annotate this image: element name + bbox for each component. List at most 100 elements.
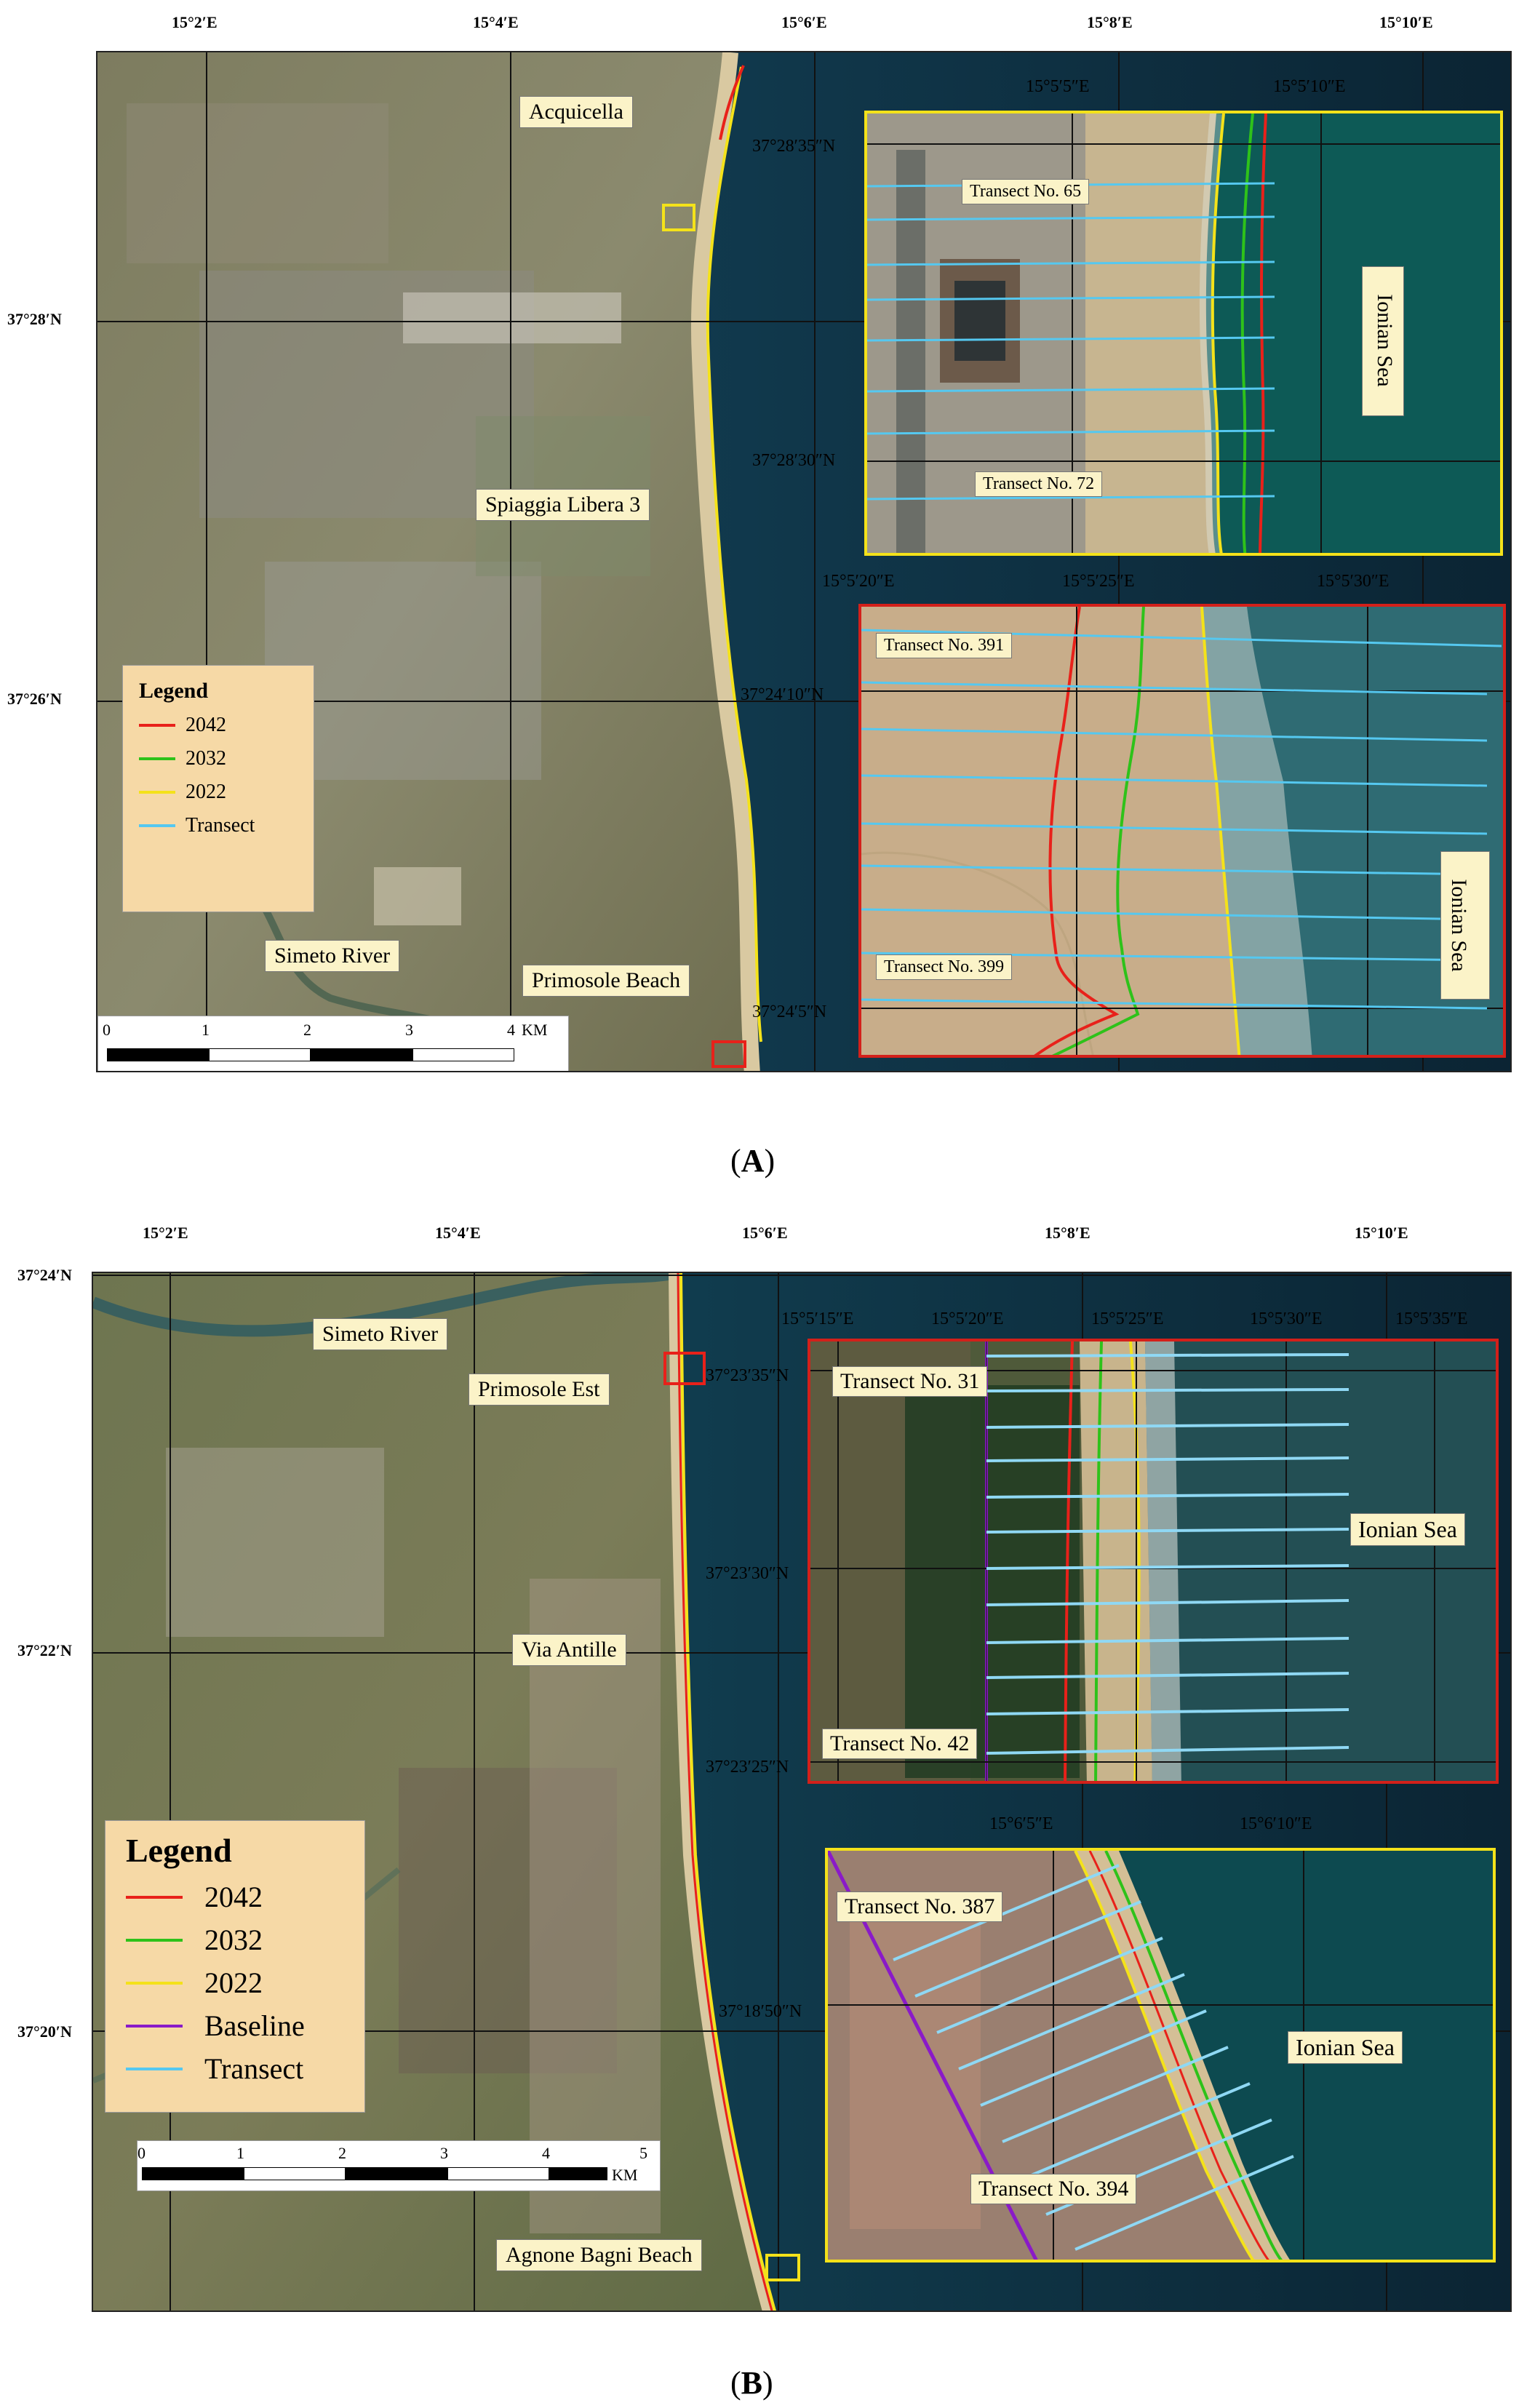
- sea-label-text: Ionian Sea: [1447, 879, 1471, 972]
- inset-lon-label: 15°5′10″E: [1273, 77, 1346, 96]
- scale-segment: [346, 2167, 447, 2180]
- lat-label: 37°26′N: [7, 690, 62, 708]
- sea-label: Ionian Sea: [1288, 2031, 1403, 2064]
- scale-tick: 0: [103, 1021, 111, 1039]
- inset-lon-label: 15°5′30″E: [1317, 572, 1390, 591]
- legend-swatch: [126, 2067, 183, 2070]
- caption-letter: A: [741, 1143, 765, 1179]
- scale-segment: [244, 2167, 346, 2180]
- transect-tag: Transect No. 399: [876, 954, 1013, 980]
- legend-item-2032: 2032: [139, 747, 298, 770]
- legend-swatch: [126, 2024, 183, 2028]
- sea-label: Ionian Sea: [1362, 266, 1404, 416]
- scale-segment: [412, 1048, 514, 1061]
- lat-label: 37°22′N: [17, 1641, 72, 1659]
- scale-segment: [209, 1048, 311, 1061]
- inset-lon-label: 15°5′20″E: [931, 1309, 1004, 1328]
- lat-label: 37°24′N: [17, 1266, 72, 1284]
- transect-tag: Transect No. 31: [832, 1366, 988, 1397]
- lat-label: 37°28′N: [7, 310, 62, 328]
- legend-label: 2022: [186, 781, 226, 803]
- caption-b: (B): [730, 2365, 773, 2401]
- inset-lat-label: 37°23′35″N: [706, 1366, 789, 1385]
- legend-label: Transect: [204, 2052, 304, 2085]
- scale-segment: [142, 2167, 244, 2180]
- place-label-spiaggia: Spiaggia Libera 3: [476, 489, 650, 521]
- legend-title: Legend: [126, 1832, 232, 1869]
- scale-tick: 2: [338, 2144, 346, 2162]
- legend-swatch: [126, 1895, 183, 1899]
- scale-tick: 4: [507, 1021, 515, 1039]
- transect-tag: Transect No. 387: [837, 1891, 1003, 1922]
- lon-label: 15°2′E: [172, 13, 218, 31]
- lon-label: 15°8′E: [1045, 1224, 1091, 1242]
- scale-bar-a: 0 1 2 3 4 KM: [97, 1016, 569, 1071]
- lon-label: 15°4′E: [435, 1224, 481, 1242]
- scale-segment: [107, 1048, 209, 1061]
- legend-swatch: [126, 1981, 183, 1985]
- inset-lat-label: 37°28′30″N: [752, 451, 836, 470]
- inset-b1-imagery: [810, 1341, 1496, 1781]
- transect-tag: Transect No. 391: [876, 633, 1013, 658]
- panel-a: 15°2′E 15°4′E 15°6′E 15°8′E 15°10′E 37°2…: [0, 0, 1535, 1200]
- place-label-acquicella: Acquicella: [519, 96, 633, 128]
- legend-label: 2032: [186, 747, 226, 770]
- place-label-agnone: Agnone Bagni Beach: [496, 2239, 702, 2271]
- legend-item-2042: 2042: [139, 714, 298, 737]
- inset-lat-label: 37°23′30″N: [706, 1564, 789, 1583]
- sea-label: Ionian Sea: [1350, 1513, 1465, 1546]
- lon-label: 15°6′E: [742, 1224, 788, 1242]
- scale-unit: KM: [612, 2166, 638, 2184]
- scale-tick: 3: [440, 2144, 448, 2162]
- legend-label: 2042: [204, 1881, 263, 1913]
- inset-lon-label: 15°5′35″E: [1395, 1309, 1468, 1328]
- caption-letter: B: [741, 2365, 763, 2401]
- inset-a2-imagery: [861, 607, 1503, 1055]
- inset-lat-label: 37°23′25″N: [706, 1758, 789, 1777]
- scale-tick: 5: [639, 2144, 647, 2162]
- inset-b1[interactable]: Transect No. 31 Transect No. 42 Ionian S…: [808, 1339, 1499, 1784]
- legend-b: Legend 2042 2032 2022 Baseline Transect: [105, 1820, 365, 2113]
- legend-swatch: [126, 1938, 183, 1942]
- inset-lon-label: 15°5′5″E: [1026, 77, 1090, 96]
- place-label-simeto-river: Simeto River: [313, 1318, 448, 1350]
- satellite-map-b[interactable]: Simeto River Primosole Est Via Antille A…: [92, 1272, 1512, 2312]
- legend-title: Legend: [139, 679, 209, 703]
- legend-item-2032: 2032: [126, 1923, 344, 1957]
- legend-label: 2022: [204, 1966, 263, 1999]
- sea-label: Ionian Sea: [1440, 851, 1490, 1000]
- inset-lon-label: 15°5′20″E: [822, 572, 895, 591]
- inset-lat-label: 37°28′35″N: [752, 137, 836, 156]
- sea-label-text: Ionian Sea: [1373, 294, 1397, 387]
- inset-lat-label: 37°18′50″N: [719, 2002, 802, 2021]
- inset-a1[interactable]: Transect No. 65 Transect No. 72 Ionian S…: [864, 111, 1503, 556]
- legend-item-2022: 2022: [139, 781, 298, 804]
- inset-lon-label: 15°6′10″E: [1240, 1814, 1312, 1833]
- legend-item-2042: 2042: [126, 1880, 344, 1914]
- inset-lon-label: 15°6′5″E: [989, 1814, 1053, 1833]
- lat-label: 37°20′N: [17, 2022, 72, 2041]
- scale-segment: [311, 1048, 412, 1061]
- legend-label: Baseline: [204, 2009, 305, 2042]
- legend-item-baseline: Baseline: [126, 2009, 344, 2043]
- place-label-primosole-est: Primosole Est: [469, 1374, 610, 1406]
- inset-lon-label: 15°5′30″E: [1250, 1309, 1323, 1328]
- inset-b2[interactable]: Transect No. 387 Transect No. 394 Ionian…: [825, 1848, 1496, 2263]
- panel-b: 15°2′E 15°4′E 15°6′E 15°8′E 15°10′E 37°2…: [0, 1208, 1535, 2408]
- scale-bar-b: 0 1 2 3 4 5 KM: [137, 2140, 661, 2191]
- legend-swatch: [139, 757, 175, 760]
- caption-a: (A): [730, 1143, 776, 1179]
- legend-label: Transect: [186, 814, 255, 837]
- lon-label: 15°6′E: [781, 13, 827, 31]
- legend-swatch: [139, 724, 175, 727]
- lon-label: 15°2′E: [143, 1224, 188, 1242]
- inset-lat-label: 37°24′5″N: [752, 1002, 827, 1021]
- scale-tick: 2: [303, 1021, 311, 1039]
- lon-label: 15°8′E: [1087, 13, 1133, 31]
- inset-lon-label: 15°5′15″E: [781, 1309, 854, 1328]
- place-label-primosole: Primosole Beach: [522, 965, 690, 997]
- legend-a: Legend 2042 2032 2022 Transect: [122, 665, 314, 912]
- legend-swatch: [139, 791, 175, 794]
- inset-a2[interactable]: Transect No. 391 Transect No. 399 Ionian…: [858, 604, 1506, 1058]
- legend-item-transect: Transect: [139, 814, 298, 837]
